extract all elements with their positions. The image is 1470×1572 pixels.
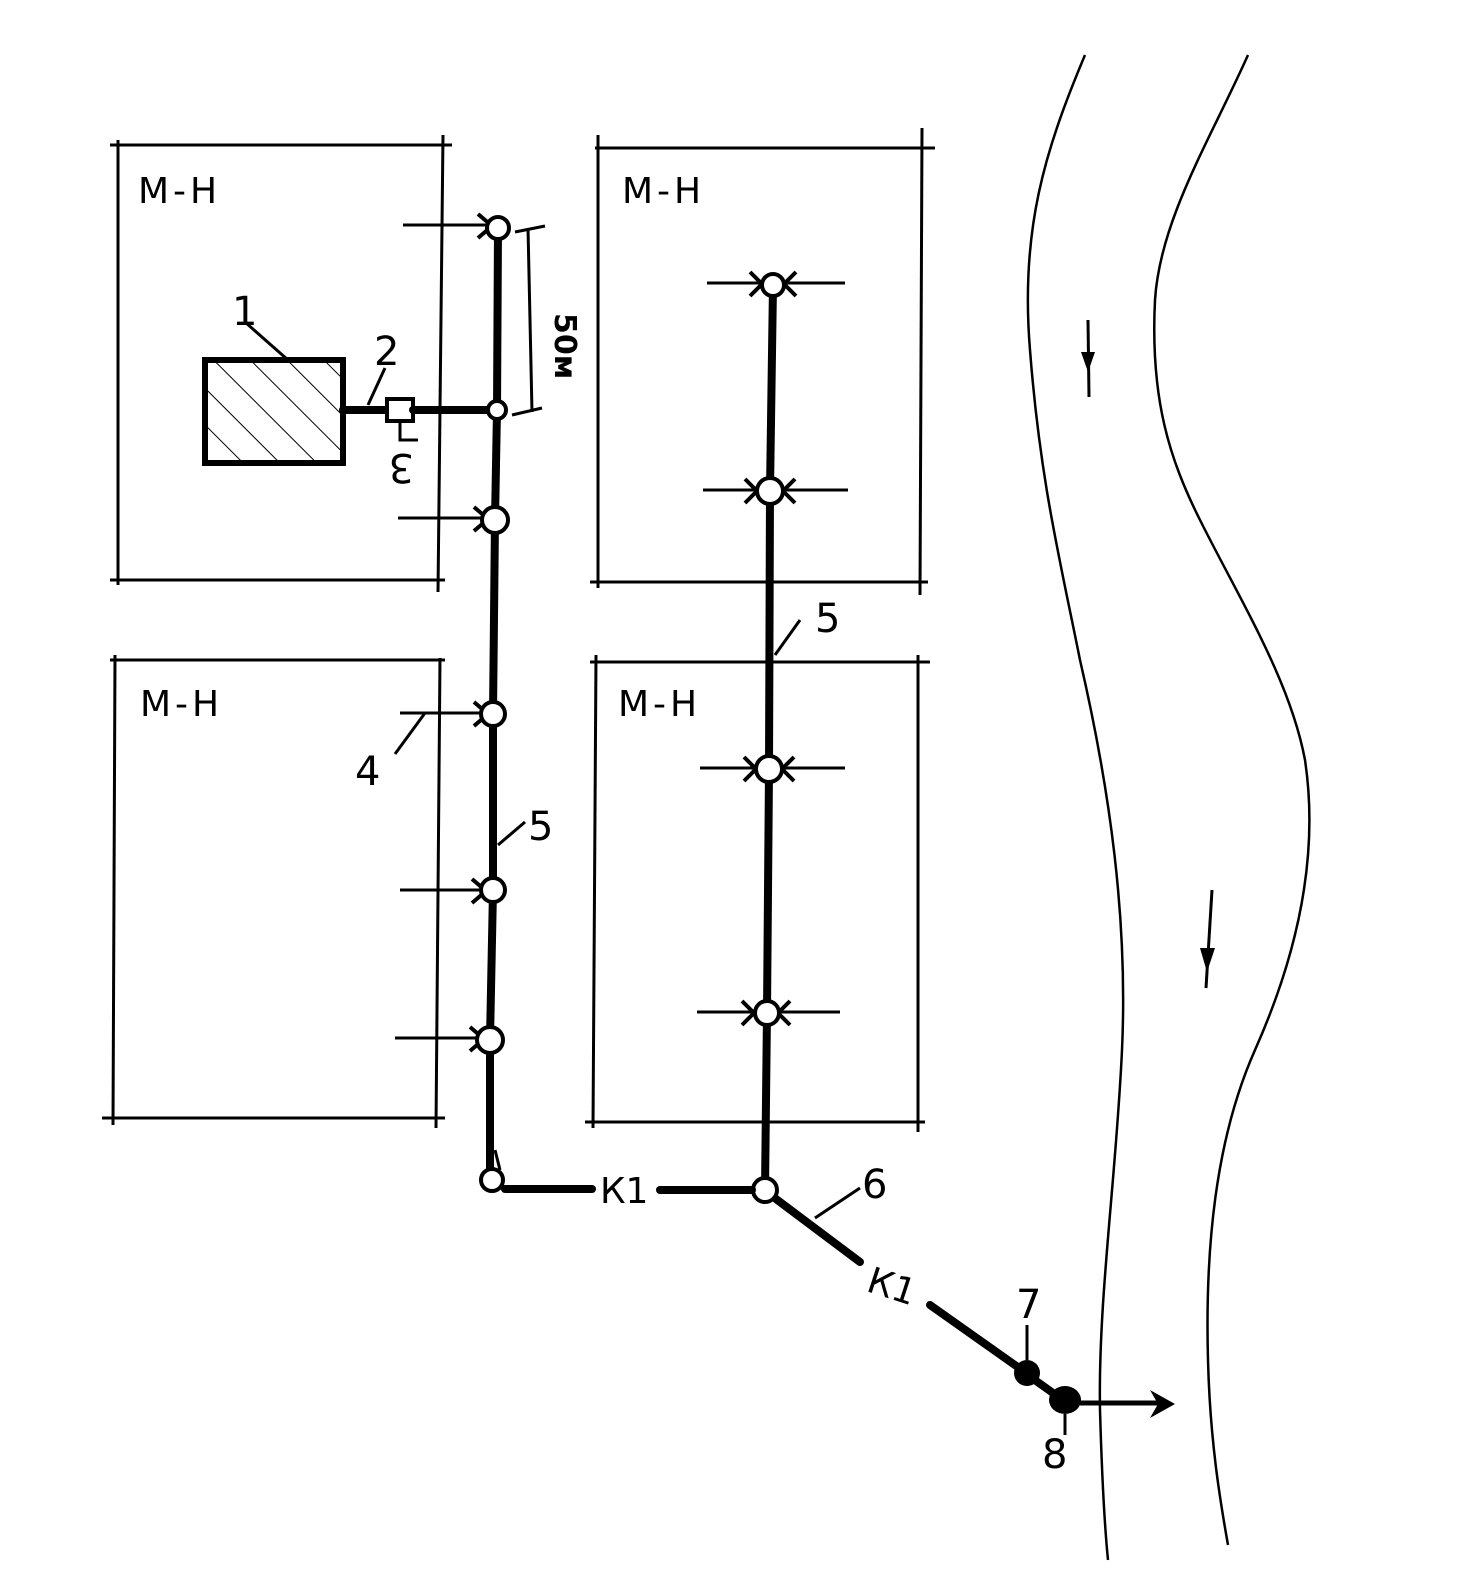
spacing-dimension-label: 50м: [547, 313, 582, 379]
collector-diagonal-upper: [772, 1195, 864, 1266]
branches-left: [395, 212, 496, 1053]
manhole-circle-icon: [475, 1025, 505, 1055]
district-label-bottom-right: М-Н: [618, 684, 701, 725]
street-sewer-left-number: 5: [528, 804, 553, 850]
district-label-bottom-left: М-Н: [140, 684, 223, 725]
collector-code-horizontal: К1: [600, 1171, 648, 1212]
district-label-top-right: М-Н: [622, 171, 705, 212]
district-label-top-left: М-Н: [138, 171, 221, 212]
branch-number: 4: [355, 749, 380, 795]
main-collector-number: 6: [862, 1162, 887, 1208]
discharge-number: 8: [1042, 1432, 1067, 1478]
district-block-bottom-left: [102, 654, 445, 1129]
street-sewer-right-number: 5: [815, 596, 840, 642]
manhole-circle-icon: [760, 272, 786, 298]
branch-leader-line: [393, 712, 427, 755]
manhole-circle-icon: [753, 999, 781, 1027]
collector-diagonal-lower: [926, 1301, 1026, 1374]
discharge-outlet-dot: [1049, 1386, 1081, 1414]
manhole-circle-icon: [754, 754, 784, 784]
wells-left: [475, 215, 511, 1193]
connection-leader-line: [398, 421, 418, 442]
wells-right: [751, 272, 786, 1204]
collector-code-diagonal: К1: [862, 1260, 921, 1314]
manhole-circle-icon: [480, 505, 510, 535]
building-hatched: [202, 357, 346, 466]
manhole-circle-icon: [479, 700, 507, 728]
district-block-top-left: [110, 134, 452, 593]
manhole-circle-icon: [479, 876, 507, 904]
river-bank-left: [1026, 54, 1125, 1561]
connection-number: 3: [389, 444, 414, 490]
district-block-top-right: [590, 127, 935, 596]
manhole-circle-icon: [479, 1167, 505, 1193]
street-sewer-right-leader: [773, 619, 802, 656]
treatment-plant-dot: [1014, 1360, 1040, 1386]
spacing-dimension: 50м: [511, 224, 582, 417]
treatment-number: 7: [1016, 1282, 1041, 1328]
flow-arrow-icon: [1200, 889, 1215, 989]
manhole-circle-icon: [486, 399, 508, 421]
manhole-circle-icon: [485, 215, 511, 241]
outlet-number: 2: [374, 329, 399, 375]
discharge-arrow-icon: [1150, 1390, 1175, 1418]
flow-arrow-icon: [1081, 319, 1095, 398]
outlet-leader-line: [366, 367, 387, 406]
river-bank-right: [1153, 54, 1311, 1546]
main-collector-leader: [814, 1186, 861, 1220]
district-block-bottom-right: [585, 654, 930, 1132]
manhole-circle-icon: [755, 476, 785, 506]
street-sewer-right: [761, 281, 777, 1194]
street-sewer-left-tick: [493, 1149, 502, 1171]
building-leader-line: [244, 320, 289, 362]
building-number: 1: [232, 289, 257, 335]
street-sewer-left-leader: [497, 820, 526, 847]
